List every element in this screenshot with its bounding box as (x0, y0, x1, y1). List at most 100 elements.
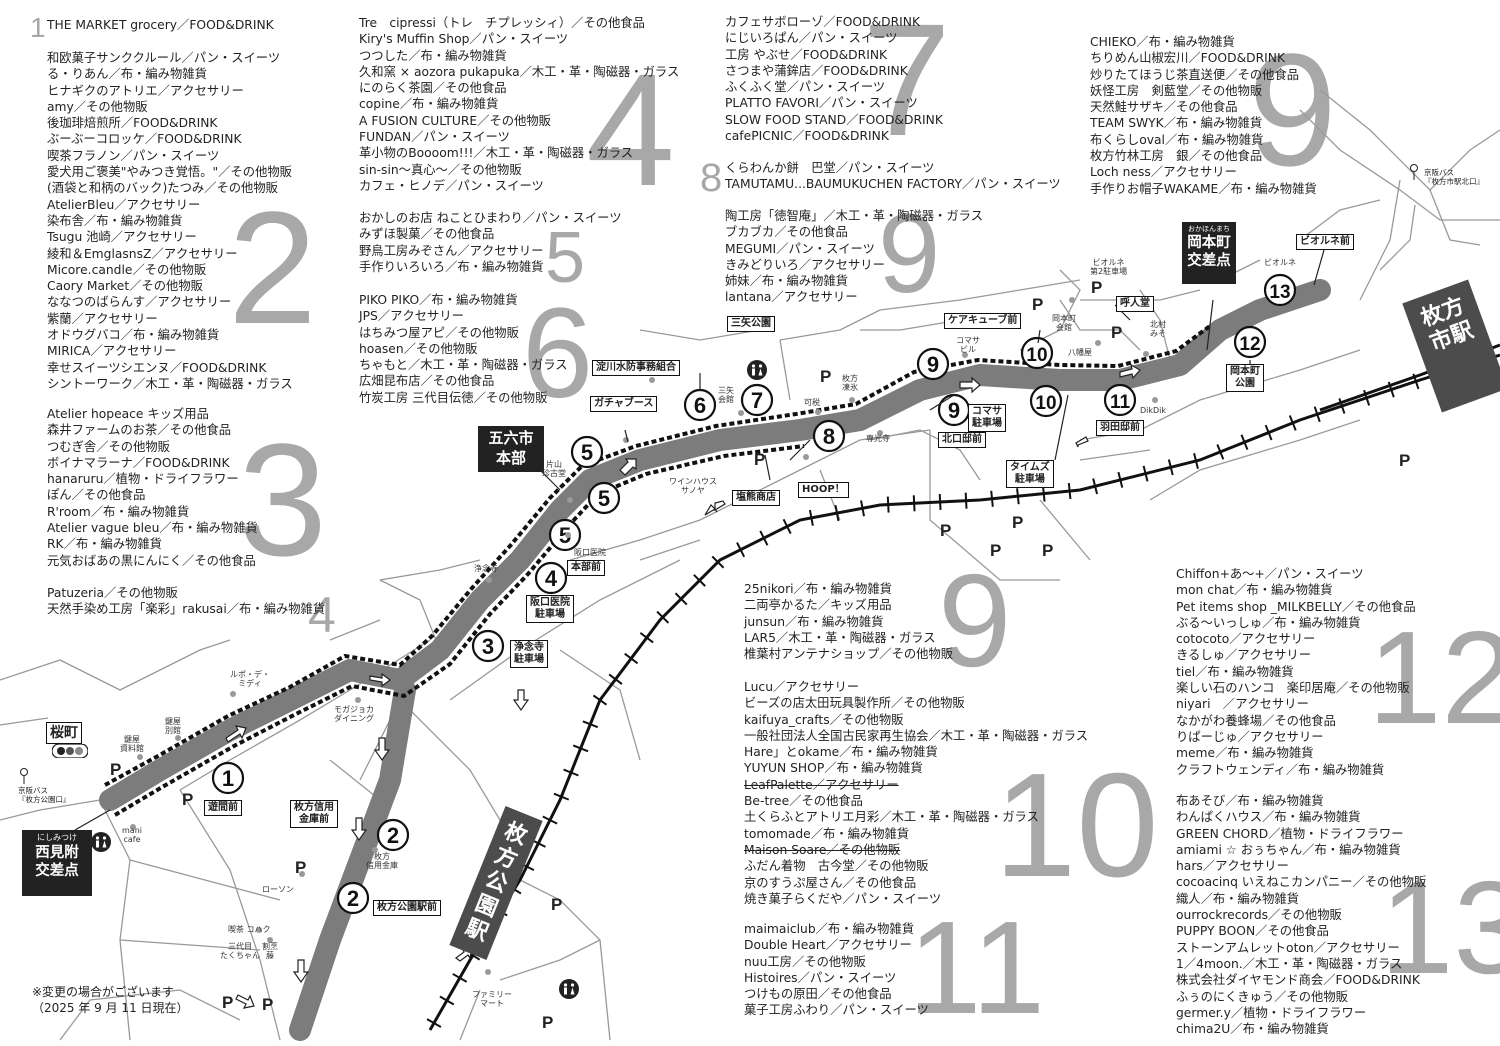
shop-item: 元気おばあの黒にんにく／その他食品 (47, 553, 256, 568)
shop-item: 炒りたてほうじ茶直送便／その他食品 (1090, 67, 1300, 82)
rail-tie (1167, 459, 1174, 476)
shop-item: maimaiclub／布・編み物雑貨 (744, 922, 915, 936)
stop-marker-number: 3 (482, 634, 494, 659)
stop-marker-number: 1 (222, 766, 234, 791)
komasa-bldg-label: コマサ ビル (956, 336, 980, 354)
gacha-box: ガチャブース (590, 396, 658, 412)
shop-item: 和欧菓子サンククルール／パン・スイーツ (47, 51, 281, 65)
shop-item: 椎葉村アンテナショップ／その他物販 (744, 647, 954, 662)
hirakata-shinkin-label: 枚方 信用金庫 (366, 852, 398, 870)
shop-item: 姉妹／布・編み物雑貨 (725, 274, 848, 289)
rail-tie (736, 542, 746, 558)
shop-item: みずほ製菓／その他食品 (359, 227, 495, 242)
shop-item: ボイナマラーナ／FOOD&DRINK (47, 455, 230, 470)
miya-park-box: 三矢公園 (727, 316, 775, 332)
shop-item: カフェ・ヒノデ／パン・スイーツ (359, 178, 544, 193)
rail-tie (1041, 485, 1046, 502)
okamoto-park-box: 岡本町 公園 (1226, 364, 1264, 392)
sandaime-label: 三代目 たくちゃん (220, 942, 260, 960)
area-number-9b: 9 (1248, 20, 1337, 199)
stop-marker-number: 5 (581, 440, 593, 465)
family-label: ファミリー マート (472, 990, 512, 1008)
jonenji-label: 浄念寺 (474, 564, 498, 573)
shop-item: lantana／アクセサリー (725, 290, 858, 305)
shop-item: Pet items shop _MILKBELLY／その他食品 (1176, 599, 1416, 614)
shop-item: ぽん／その他食品 (47, 488, 146, 503)
biorne-label: ビオルネ (1264, 258, 1296, 267)
shop-item: PUPPY BOON／その他食品 (1176, 924, 1329, 939)
parking-marker: P (990, 541, 1001, 560)
rail-tie (542, 815, 558, 825)
shop-item: mon chat／布・編み物雑貨 (1176, 583, 1333, 598)
stop-marker-circle (587, 481, 621, 515)
koninbo-box: 呼人堂 (1116, 296, 1154, 312)
rail-tie (990, 490, 994, 507)
rail-tie (912, 495, 916, 512)
shop-item: ブカブカ／その他食品 (725, 225, 848, 240)
sakuramachi-box: 桜町 (46, 722, 82, 744)
shop-item: 焼き菓子らくだや／パン・スイーツ (744, 891, 942, 906)
shop-item: Loch ness／アクセサリー (1090, 165, 1237, 180)
carecube-box: ケアキューブ前 (944, 313, 1022, 329)
kitaguchi-box: 北口邸前 (938, 432, 986, 448)
parking-marker: P (295, 858, 306, 877)
shop-item: 久和窯 × aozora pukapuka／木工・革・陶磁器・ガラス (359, 64, 680, 79)
area-number-8: 8 (700, 156, 723, 200)
shop-item: Maison Soare／その他物販 (744, 842, 901, 857)
shop-item: copine／布・編み物雑貨 (359, 97, 499, 112)
traffic-light-icon (52, 744, 88, 758)
shop-item: Atelier vague bleu／布・編み物雑貨 (47, 521, 258, 536)
rail-tie (964, 492, 968, 509)
shop-item: ストーンアムレットoton／アクセサリー (1176, 940, 1400, 955)
rail-tie (563, 768, 579, 777)
shop-item: (酒袋と和柄のバック)たつみ／その他物販 (47, 181, 278, 196)
stop-marker-circle (1103, 383, 1137, 417)
hachiman-label: 八幡屋 (1068, 348, 1092, 357)
stop-marker-number: 5 (598, 486, 610, 511)
wine-label: ワインハウス サノヤ (669, 477, 717, 495)
shop-item: シントーワーク／木工・革・陶磁器・ガラス (47, 376, 293, 391)
stop-marker-number: 9 (948, 398, 960, 423)
takaba-shiryo-label: 鍵屋 資料館 (120, 735, 144, 753)
katayama-label: 片山 珍古堂 (542, 460, 566, 478)
shop-item: FUNDAN／パン・スイーツ (359, 130, 510, 145)
shop-item: 天然手染め工房「楽彩」rakusai／布・編み物雑貨 (47, 602, 326, 617)
rail-tie (608, 673, 623, 685)
shop-item: cocoacinq いえねこカンパニー／その他物販 (1176, 875, 1427, 890)
stop-marker-number: 11 (1110, 392, 1131, 413)
shop-item: tiel／布・編み物雑貨 (1176, 664, 1294, 679)
parking-marker: P (820, 367, 831, 386)
area-number-5: 5 (545, 218, 586, 298)
parking-marker: P (1042, 541, 1053, 560)
shop-item: 織人／布・編み物雑貨 (1176, 891, 1299, 906)
shop-item: 布あそび／布・編み物雑貨 (1176, 794, 1324, 808)
shop-item: 土くらふとアトリエ月彩／木工・革・陶磁器・ガラス (744, 810, 1039, 825)
parking-marker: P (222, 993, 233, 1012)
stop-marker-number: 2 (387, 823, 399, 848)
lawson-label: ローソン (262, 885, 294, 894)
shop-item: 後珈琲焙煎所／FOOD&DRINK (47, 116, 218, 131)
rail-tie (1142, 465, 1149, 482)
shiokuma-box: 塩熊商店 (732, 490, 780, 506)
rail-tie (1387, 381, 1395, 398)
parking-marker: P (1032, 295, 1043, 314)
area2-list: 和欧菓子サンククルール／パン・スイーツる・りあん／布・編み物雑貨ヒナギクのアトリ… (47, 50, 293, 392)
toilet-icon (91, 832, 111, 852)
stop-marker-circle (1020, 336, 1054, 370)
area-number-4: 4 (586, 40, 675, 219)
shop-item: きみどりいろ／アクセサリー (725, 257, 885, 272)
rail-tie (1067, 482, 1072, 500)
shop-item: Histoires／パン・スイーツ (744, 970, 897, 985)
shop-item: hars／アクセサリー (1176, 859, 1289, 874)
kappo-label: 割烹 藤 (262, 942, 278, 960)
stop-marker-number: 8 (823, 424, 835, 449)
shop-item: ヒナギクのアトリエ／アクセサリー (47, 83, 244, 98)
rail-tie (674, 592, 688, 606)
stop-marker-circle (211, 761, 245, 795)
shop-item: ぶる～いっしゅ／布・編み物雑貨 (1176, 615, 1361, 630)
area-number-3: 3 (238, 410, 327, 589)
shop-item: カフェサボローゾ／FOOD&DRINK (725, 15, 921, 29)
